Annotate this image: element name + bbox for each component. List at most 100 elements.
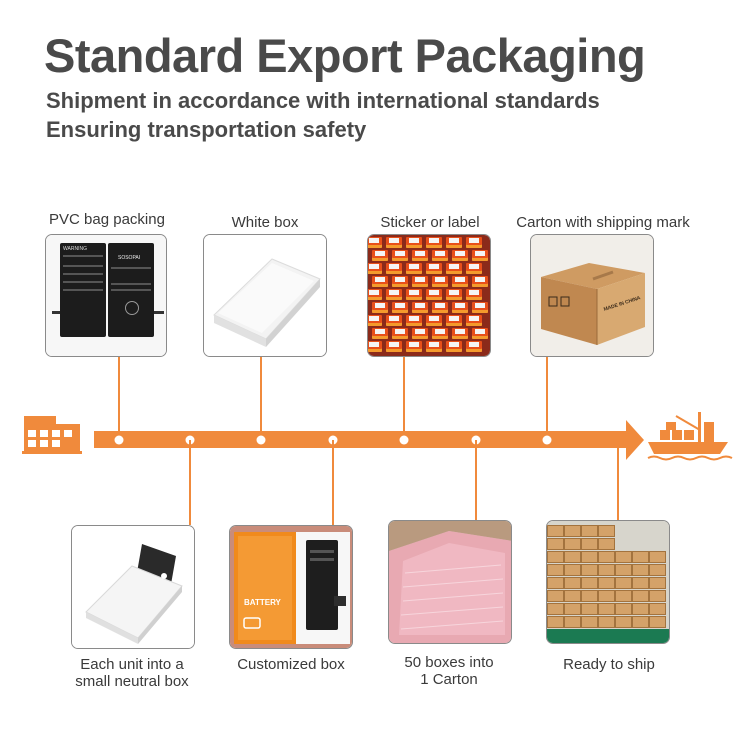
sticker-pack: [426, 263, 442, 274]
sticker-pack: [406, 289, 422, 300]
sticker-label: [429, 238, 439, 243]
crate: [547, 603, 564, 615]
carton-box-illustration: [541, 263, 645, 345]
sticker-pack: [368, 315, 382, 326]
sticker-label: [415, 277, 425, 282]
crate: [649, 603, 666, 615]
sticker-pack: [452, 250, 468, 261]
sticker-pack: [446, 289, 462, 300]
crate: [615, 551, 632, 563]
sticker-label: [409, 238, 419, 243]
subtitle-shipment: Shipment in accordance with internationa…: [46, 88, 600, 113]
crate: [581, 564, 598, 576]
sticker-label: [375, 277, 385, 282]
sticker-label: [389, 290, 399, 295]
crate: [649, 616, 666, 628]
sticker-label: [475, 251, 485, 256]
carton-photo: MADE IN CHINA: [530, 234, 654, 357]
sticker-label: [369, 264, 379, 269]
white-box-illustration: [213, 258, 321, 347]
sticker-label: [369, 290, 379, 295]
sticker-pack: [452, 328, 468, 339]
factory-icon: [22, 416, 82, 454]
connector-pvc: [118, 357, 120, 440]
subtitle-safety: Ensuring transportation safety: [46, 117, 367, 142]
white-box-photo: [203, 234, 327, 357]
sticker-label: [449, 290, 459, 295]
sticker-pack: [392, 276, 408, 287]
step-label-white-box: White box: [231, 214, 299, 231]
crate: [598, 616, 615, 628]
sticker-label: [455, 303, 465, 308]
crate: [649, 590, 666, 602]
sticker-pack: [406, 237, 422, 248]
crate: [547, 551, 564, 563]
crate: [564, 525, 581, 537]
sticker-pack: [372, 328, 388, 339]
connector-carton: [546, 357, 548, 440]
step-label-pvc-bag: PVC bag packing: [49, 211, 165, 228]
crate: [598, 564, 615, 576]
crate: [632, 564, 649, 576]
ready-to-ship-photo: [546, 520, 670, 644]
sticker-label: [469, 238, 479, 243]
neutral-box-label-line2: small neutral box: [75, 673, 189, 690]
battery-flex-cable-right: [146, 311, 164, 314]
sticker-pack: [372, 276, 388, 287]
neutral-box-label-line1: Each unit into a: [80, 656, 184, 673]
crate: [649, 577, 666, 589]
sticker-pack: [432, 250, 448, 261]
sticker-pack: [386, 341, 402, 352]
crate: [564, 538, 581, 550]
sticker-label: [389, 316, 399, 321]
sticker-label: [449, 264, 459, 269]
sticker-pack-grid: [368, 235, 490, 356]
export-timeline: [22, 412, 733, 461]
crate: [581, 577, 598, 589]
sticker-label: [415, 251, 425, 256]
sticker-label: [369, 316, 379, 321]
sticker-pack: [426, 341, 442, 352]
sticker-label: [455, 251, 465, 256]
sticker-pack: [452, 276, 468, 287]
sticker-pack: [386, 237, 402, 248]
battery-cell-back: WARNING: [60, 243, 106, 337]
connector-neutral-box: [189, 440, 191, 525]
sticker-pack: [466, 289, 482, 300]
crate: [581, 525, 598, 537]
crate: [547, 616, 564, 628]
crate: [547, 590, 564, 602]
sticker-pack: [412, 276, 428, 287]
warning-text: WARNING: [63, 246, 87, 252]
sticker-photo: [367, 234, 491, 357]
sticker-label: [369, 342, 379, 347]
page-title: Standard Export Packaging: [44, 29, 646, 82]
crate: [564, 564, 581, 576]
sticker-label: [429, 290, 439, 295]
sticker-label: [435, 251, 445, 256]
sticker-pack: [412, 302, 428, 313]
sticker-pack: [472, 328, 488, 339]
sticker-pack: [426, 289, 442, 300]
crate: [649, 551, 666, 563]
sticker-pack: [372, 250, 388, 261]
customized-box-photo: BATTERY: [229, 525, 353, 649]
sticker-pack: [452, 302, 468, 313]
crate: [632, 577, 649, 589]
sticker-pack: [406, 263, 422, 274]
sticker-label: [395, 251, 405, 256]
sticker-pack: [412, 250, 428, 261]
sticker-pack: [426, 237, 442, 248]
cargo-ship-icon: [647, 412, 733, 461]
crate: [632, 551, 649, 563]
sticker-label: [395, 303, 405, 308]
sticker-label: [429, 264, 439, 269]
sticker-pack: [392, 250, 408, 261]
warehouse-floor: [547, 629, 669, 643]
step-label-carton: Carton with shipping mark: [516, 214, 690, 231]
ready-to-ship-label: Ready to ship: [563, 656, 655, 673]
sticker-label: [449, 238, 459, 243]
sticker-label: [435, 329, 445, 334]
crate: [598, 577, 615, 589]
sticker-pack: [386, 263, 402, 274]
